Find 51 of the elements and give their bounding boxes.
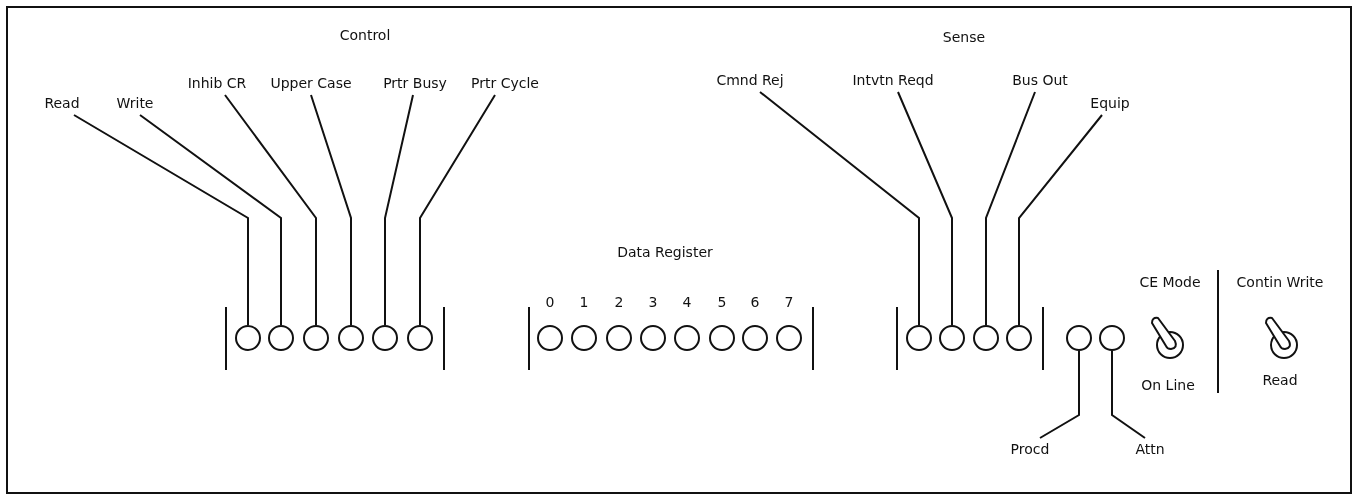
indicator-lamp [1006,325,1032,351]
leader-line [224,94,317,326]
leader-line [1039,350,1080,439]
bit-number: 5 [717,293,727,311]
group-heading: Control [339,26,391,44]
leader-line [384,94,414,326]
switch-label: Read [1262,371,1298,389]
signal-label: Write [115,94,155,113]
leader-line [897,91,953,326]
indicator-lamp [372,325,398,351]
signal-label: Read [43,94,81,113]
signal-label: Inhib CR [186,74,248,93]
group-heading: Sense [942,28,986,46]
indicator-lamp [906,325,932,351]
indicator-lamp [235,325,261,351]
signal-label: Prtr Busy [382,74,448,93]
indicator-lamp [939,325,965,351]
leader-line [1111,350,1146,439]
signal-label: Prtr Cycle [470,74,540,93]
bit-number: 1 [579,293,589,311]
signal-label: Procd [1009,440,1051,459]
indicator-lamp [407,325,433,351]
indicator-lamp [268,325,294,351]
indicator-lamp [1099,325,1125,351]
switch-label: On Line [1141,376,1195,394]
signal-label: Bus Out [1011,71,1069,90]
leader-line [139,114,282,326]
bit-number: 6 [750,293,760,311]
bit-number: 3 [648,293,658,311]
leader-line [1018,114,1103,326]
signal-label: Equip [1089,94,1131,113]
signal-label: Attn [1134,440,1166,459]
bit-number: 2 [614,293,624,311]
group-heading: Data Register [617,243,713,261]
indicator-lamp [973,325,999,351]
leader-line [419,94,496,326]
leader-line [759,91,920,326]
leader-line [985,91,1036,326]
switch-label: CE Mode [1139,273,1201,291]
leader-line [73,114,249,326]
indicator-lamp [338,325,364,351]
signal-label: Cmnd Rej [715,71,785,90]
leader-line [310,94,352,326]
signal-label: Upper Case [269,74,353,93]
bit-number: 7 [784,293,794,311]
signal-label: Intvtn Reqd [851,71,935,90]
bit-number: 4 [682,293,692,311]
bit-number: 0 [545,293,555,311]
indicator-lamp [1066,325,1092,351]
indicator-lamp [303,325,329,351]
switch-label: Contin Write [1236,273,1324,291]
